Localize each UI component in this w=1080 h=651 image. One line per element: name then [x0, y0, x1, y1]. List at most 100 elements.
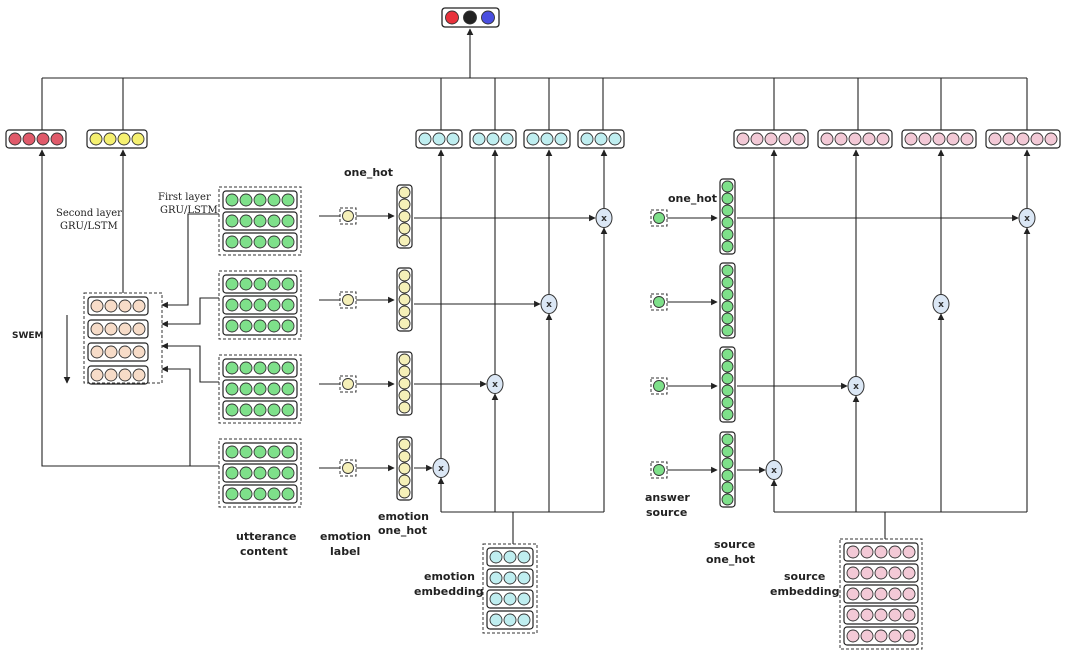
emotion-onehot-column-4-cell: [398, 438, 411, 451]
emotion-label-2-frame: [339, 291, 357, 309]
source-embedding-row-cell: [888, 608, 902, 622]
emotion-embedding-row: [486, 589, 534, 609]
source-onehot-column-4-cell: [721, 481, 734, 494]
utterance-stack-3-row-cell: [267, 361, 281, 375]
utterance-stack-4-row-cell: [239, 445, 253, 459]
source-embedding-row-cell: [846, 587, 860, 601]
emotion-onehot-column-1-cell: [398, 186, 411, 199]
second-layer-row-cell: [90, 345, 104, 359]
answer-source-2: [653, 296, 665, 308]
utterance-stack-3-row-cell: [239, 403, 253, 417]
utterance-stack-4-row-cell: [225, 487, 239, 501]
utterance-stack-3-row-cell: [281, 403, 295, 417]
utterance-stack-1-row-cell: [281, 193, 295, 207]
second-layer-row-cell: [90, 368, 104, 382]
emotion-onehot-column-3: [396, 351, 413, 416]
source-embedding-row-cell: [874, 545, 888, 559]
utterance-stack-2-row-cell: [267, 298, 281, 312]
source-feature-vector-2: [817, 129, 893, 149]
source-embedding-row: [843, 626, 919, 646]
swem-output-vector-cell: [22, 132, 36, 146]
emotion-label-2: [342, 294, 354, 306]
utterance-stack-1-frame: [218, 186, 302, 256]
emotion-embedding-row: [486, 547, 534, 567]
label-one-hot-right: one_hot: [668, 192, 717, 205]
emotion-embedding-row-cell: [489, 550, 503, 564]
source-embedding-row-cell: [846, 566, 860, 580]
source-onehot-column-2: [719, 262, 736, 339]
utterance-stack-4-row-cell: [281, 466, 295, 480]
source-feature-vector-4-cell: [1016, 132, 1030, 146]
source-feature-vector-3-cell: [918, 132, 932, 146]
utterance-stack-4-row-cell: [253, 445, 267, 459]
swem-up: [38, 149, 190, 467]
utterance-stack-3-row-cell: [281, 361, 295, 375]
answer-source-1-frame: [650, 209, 668, 227]
emotion-multiply-1-symbol: x: [601, 214, 607, 224]
emotion-label-3: [342, 378, 354, 390]
source-embedding-row-cell: [874, 629, 888, 643]
source-feature-vector-2-cell: [848, 132, 862, 146]
utterance-stack-2-row-cell: [281, 298, 295, 312]
utterance-stack-4-row: [222, 442, 298, 462]
utterance-stack-1-row-cell: [267, 235, 281, 249]
label-emotion-onehot-2: one_hot: [378, 524, 427, 537]
utterance-stack-3-row-cell: [253, 361, 267, 375]
utterance-stack-4-row-cell: [225, 466, 239, 480]
utt4-to-second: [161, 365, 219, 467]
gru-output-vector-cell: [117, 132, 131, 146]
emotion-multiply-4-symbol: x: [438, 464, 444, 474]
source-feature-vector-4-cell: [1002, 132, 1016, 146]
source-feature-vector-2-cell: [862, 132, 876, 146]
source-feature-vector-3-cell: [960, 132, 974, 146]
emotion-onehot-column-1-cell: [398, 198, 411, 211]
source-embedding-row: [843, 563, 919, 583]
utterance-stack-2-row-cell: [267, 319, 281, 333]
emotion-embedding-row-cell: [503, 571, 517, 585]
source-feature-vector-1-cell: [764, 132, 778, 146]
utterance-stack-2-frame: [218, 270, 302, 340]
source-feature-vector-1: [733, 129, 809, 149]
text-labels: one_hot one_hot First layer GRU/LSTM Sec…: [12, 166, 839, 598]
emotion-feature-vector-1-cell: [432, 132, 446, 146]
utterance-stack-1-row-cell: [253, 193, 267, 207]
utterance-stack-2-row-cell: [225, 319, 239, 333]
label-second-layer-1: Second layer: [56, 208, 122, 219]
utterance-stack-1-row-cell: [239, 214, 253, 228]
emotion-feature-vector-2: [469, 129, 517, 149]
swem-output-vector-cell: [8, 132, 22, 146]
source-onehot-column-3-cell: [721, 408, 734, 421]
emotion-onehot-column-4-cell: [398, 450, 411, 463]
emotion-feature-vector-4-cell: [594, 132, 608, 146]
label-emotion-label-1: emotion: [320, 530, 371, 543]
source-embedding-row-cell: [902, 629, 916, 643]
utterance-stack-4-row: [222, 484, 298, 504]
utterance-stack-1-row-cell: [281, 235, 295, 249]
source-multiply-2: x: [932, 294, 950, 314]
source-onehot-column-4-cell: [721, 433, 734, 446]
source-feature-vector-1-cell: [736, 132, 750, 146]
source-embedding-row-cell: [860, 629, 874, 643]
source-feature-vector-3: [901, 129, 977, 149]
utterance-stack-2-row-cell: [267, 277, 281, 291]
source-onehot-column-4-cell: [721, 469, 734, 482]
source-embedding-row-cell: [902, 566, 916, 580]
emotion-feature-vector-3: [523, 129, 571, 149]
second-layer-row: [87, 365, 149, 385]
emotion-onehot-column-2-cell: [398, 317, 411, 330]
source-onehot-column-1-cell: [721, 180, 734, 193]
source-onehot-column-4-cell: [721, 493, 734, 506]
label-emotion-label-2: label: [330, 545, 360, 558]
source-embedding-row-cell: [846, 608, 860, 622]
source-embedding-row-cell: [860, 566, 874, 580]
source-embedding-row-cell: [874, 587, 888, 601]
source-onehot-column-4-cell: [721, 445, 734, 458]
utterance-stack-2-row-cell: [239, 277, 253, 291]
utterance-stack-3-row: [222, 400, 298, 420]
utterance-stack-3-row-cell: [225, 403, 239, 417]
label-source-onehot-1: source: [714, 538, 755, 551]
gru-output-vector-cell: [89, 132, 103, 146]
emotion-onehot-column-3-cell: [398, 353, 411, 366]
label-emotion-onehot-1: emotion: [378, 510, 429, 523]
